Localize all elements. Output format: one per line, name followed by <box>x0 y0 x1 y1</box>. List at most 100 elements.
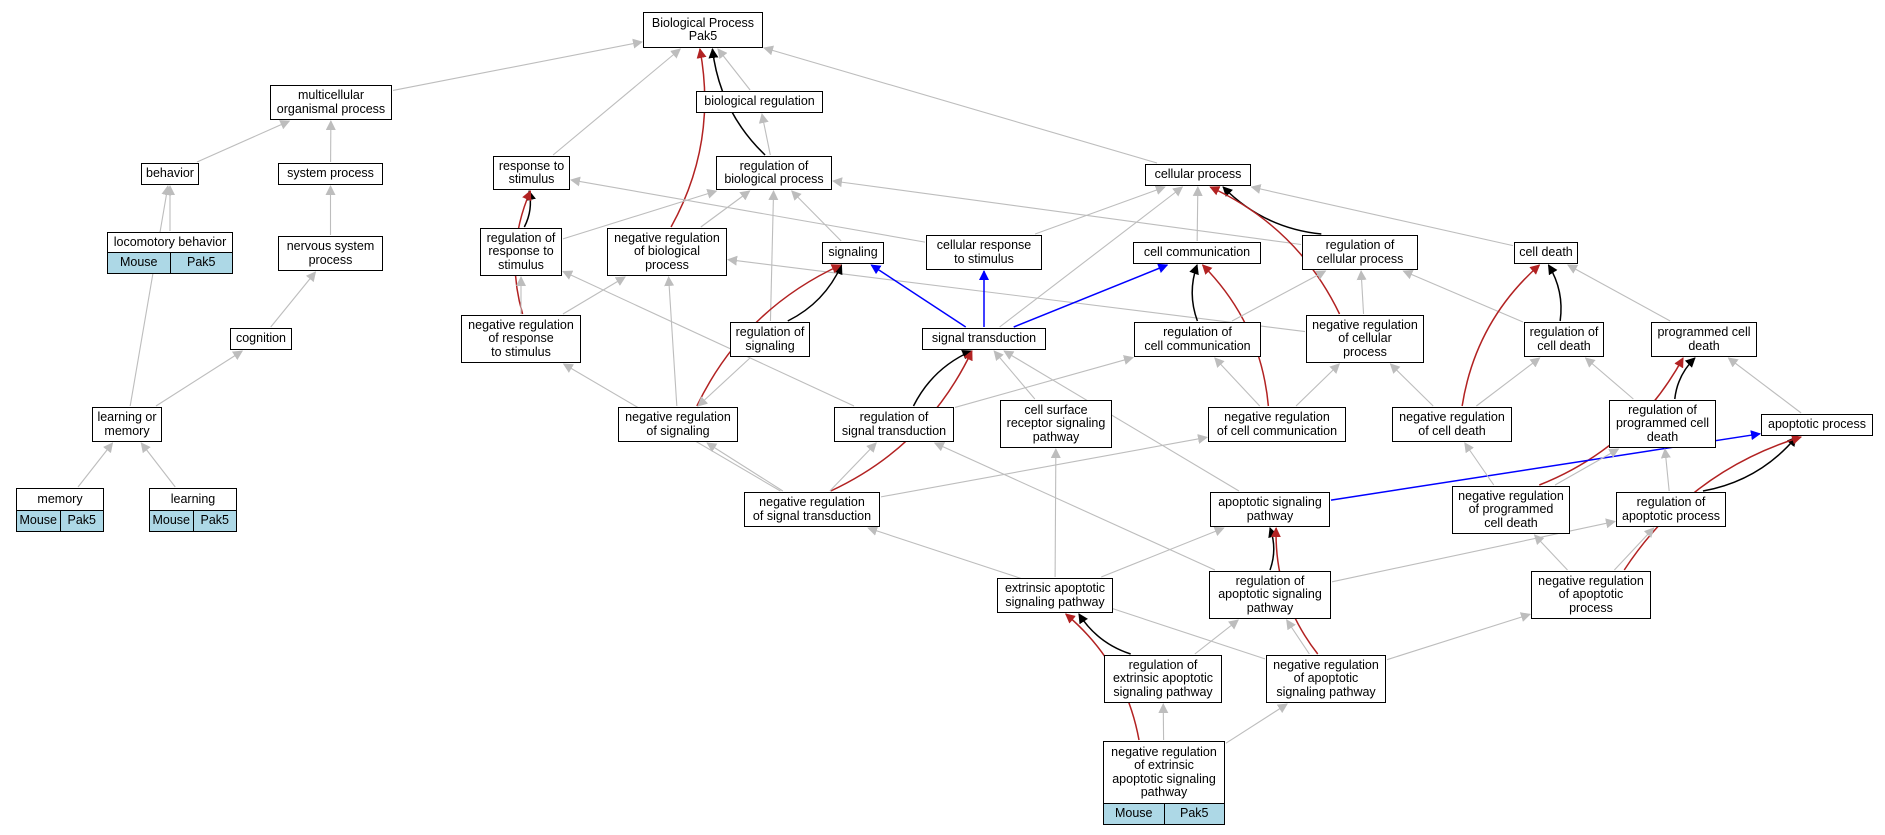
edge-part-of-st-to-sig <box>870 264 967 328</box>
term-label: signaling <box>828 245 878 260</box>
term-node-st[interactable]: signal transduction <box>922 328 1046 350</box>
term-node-sysp[interactable]: system process <box>278 163 383 185</box>
edge-is-a-nrasp-to-nrap <box>1386 612 1531 661</box>
term-node-rasp[interactable]: regulation of apoptotic signaling pathwa… <box>1209 571 1331 619</box>
term-node-cc[interactable]: cell communication <box>1133 242 1261 264</box>
term-label: cellular response to stimulus <box>936 238 1032 266</box>
term-label: signal transduction <box>931 331 1037 346</box>
edge-regulates-rcc-to-cc <box>1189 264 1199 322</box>
term-node-nrasp[interactable]: negative regulation of apoptotic signali… <box>1266 655 1386 703</box>
gene-tag: Pak5 <box>1163 804 1224 824</box>
term-label: negative regulation of cellular process <box>1312 317 1418 359</box>
term-node-bp[interactable]: Biological Process Pak5 <box>643 12 763 48</box>
term-label: nervous system process <box>286 239 375 267</box>
term-node-nrpcd[interactable]: negative regulation of programmed cell d… <box>1452 486 1570 534</box>
edge-is-a-reasp-to-rasp <box>1194 619 1239 655</box>
edge-is-a-lom-to-beh <box>129 185 172 407</box>
edge-regulates-rcd-to-cd <box>1547 264 1562 322</box>
term-node-rpcd[interactable]: regulation of programmed cell death <box>1609 400 1716 448</box>
term-node-nrap[interactable]: negative regulation of apoptotic process <box>1531 571 1651 619</box>
term-node-nrbp[interactable]: negative regulation of biological proces… <box>607 228 727 276</box>
edge-regulates-rpcd-to-pcd <box>1674 357 1696 400</box>
term-node-nreasp[interactable]: negative regulation of extrinsic apoptot… <box>1103 741 1225 825</box>
term-node-mop[interactable]: multicellular organismal process <box>270 85 392 120</box>
term-node-crts[interactable]: cellular response to stimulus <box>926 235 1042 270</box>
edge-is-a-nrcp-to-nrbp <box>727 255 1306 333</box>
term-label: regulation of response to stimulus <box>486 230 556 272</box>
edge-is-a-nrsig-to-nrbp <box>664 276 678 407</box>
term-node-pcd[interactable]: programmed cell death <box>1651 322 1757 357</box>
edge-is-a-beh-to-mop <box>196 120 291 163</box>
edge-is-a-nrpcd-to-nrcd <box>1464 442 1495 486</box>
term-node-cog[interactable]: cognition <box>230 328 292 350</box>
term-node-rsig[interactable]: regulation of signaling <box>730 322 810 357</box>
term-node-ap[interactable]: apoptotic process <box>1761 414 1873 436</box>
term-node-rst[interactable]: regulation of signal transduction <box>834 407 954 442</box>
term-node-nsp[interactable]: nervous system process <box>278 236 383 271</box>
term-node-rap[interactable]: regulation of apoptotic process <box>1616 492 1726 527</box>
term-label: regulation of biological process <box>724 158 824 186</box>
edge-is-a-cc-to-cp <box>1192 186 1203 242</box>
term-node-cp[interactable]: cellular process <box>1145 164 1251 186</box>
edge-is-a-lom-to-cog <box>155 350 244 407</box>
edge-is-a-nrasp-to-rasp <box>1286 619 1310 655</box>
term-node-sig[interactable]: signaling <box>822 242 884 264</box>
term-node-rcd[interactable]: regulation of cell death <box>1524 322 1604 357</box>
edge-is-a-sig-to-rbp <box>791 190 842 242</box>
term-label: extrinsic apoptotic signaling pathway <box>1004 581 1106 609</box>
term-label: regulation of apoptotic process <box>1622 495 1720 523</box>
term-node-nrcd[interactable]: negative regulation of cell death <box>1392 407 1512 442</box>
term-label: negative regulation of response to stimu… <box>468 317 574 359</box>
term-node-rts[interactable]: response to stimulus <box>493 156 570 190</box>
edge-is-a-nrst-to-nrsig <box>706 442 784 492</box>
term-label: Biological Process Pak5 <box>651 15 755 43</box>
term-label: regulation of cellular process <box>1316 238 1404 266</box>
edge-is-a-nrpcd-to-rpcd <box>1554 448 1620 486</box>
term-label: negative regulation of extrinsic apoptot… <box>1111 744 1217 799</box>
term-label: regulation of cell death <box>1529 325 1599 353</box>
term-label: cell surface receptor signaling pathway <box>1006 402 1106 444</box>
term-node-easp[interactable]: extrinsic apoptotic signaling pathway <box>997 578 1113 613</box>
term-node-rbp[interactable]: regulation of biological process <box>716 156 832 190</box>
term-label: response to stimulus <box>498 158 565 186</box>
term-node-reasp[interactable]: regulation of extrinsic apoptotic signal… <box>1104 655 1222 703</box>
term-label: negative regulation of cell communicatio… <box>1216 410 1338 438</box>
term-label: regulation of signaling <box>735 325 805 353</box>
edge-is-a-nrbp-to-rbp <box>700 190 751 228</box>
term-node-nrsig[interactable]: negative regulation of signaling <box>618 407 738 442</box>
term-node-nrrts[interactable]: negative regulation of response to stimu… <box>461 315 581 363</box>
term-node-rcp[interactable]: regulation of cellular process <box>1302 235 1418 270</box>
term-node-rrts[interactable]: regulation of response to stimulus <box>480 228 562 276</box>
edge-regulates-rap-to-ap <box>1702 436 1797 492</box>
species-tag: Mouse <box>17 511 60 531</box>
term-node-nrst[interactable]: negative regulation of signal transducti… <box>744 492 880 527</box>
term-label: programmed cell death <box>1657 325 1751 353</box>
term-node-rcc[interactable]: regulation of cell communication <box>1134 322 1261 357</box>
edge-is-a-mop-to-bp <box>392 38 643 91</box>
gene-tag: Pak5 <box>59 511 103 531</box>
edge-is-a-rcc-to-rcp <box>1231 270 1327 322</box>
term-label: negative regulation of programmed cell d… <box>1458 488 1564 530</box>
term-node-asp[interactable]: apoptotic signaling pathway <box>1210 492 1330 527</box>
term-node-csrsp[interactable]: cell surface receptor signaling pathway <box>1000 400 1112 448</box>
edge-negatively-regulates-nrcp-to-cp <box>1209 186 1341 315</box>
term-label: behavior <box>146 166 194 181</box>
term-node-lom[interactable]: learning or memory <box>92 407 162 442</box>
term-node-cd[interactable]: cell death <box>1514 242 1578 264</box>
term-label: learning or memory <box>97 410 157 438</box>
edge-is-a-ap-to-pcd <box>1727 357 1802 414</box>
edge-is-a-nreasp-to-nrasp <box>1225 703 1288 744</box>
edge-negatively-regulates-nrcd-to-cd <box>1461 264 1541 407</box>
term-node-beh[interactable]: behavior <box>141 163 199 185</box>
term-node-nrcp[interactable]: negative regulation of cellular process <box>1306 315 1424 363</box>
edge-is-a-rcd-to-rcp <box>1402 269 1524 323</box>
term-node-breg[interactable]: biological regulation <box>696 91 823 113</box>
edge-is-a-cp-to-bp <box>763 45 1158 164</box>
term-label: negative regulation of apoptotic process <box>1538 573 1644 615</box>
term-node-nrcc[interactable]: negative regulation of cell communicatio… <box>1208 407 1346 442</box>
species-tag: Mouse <box>1104 804 1164 824</box>
